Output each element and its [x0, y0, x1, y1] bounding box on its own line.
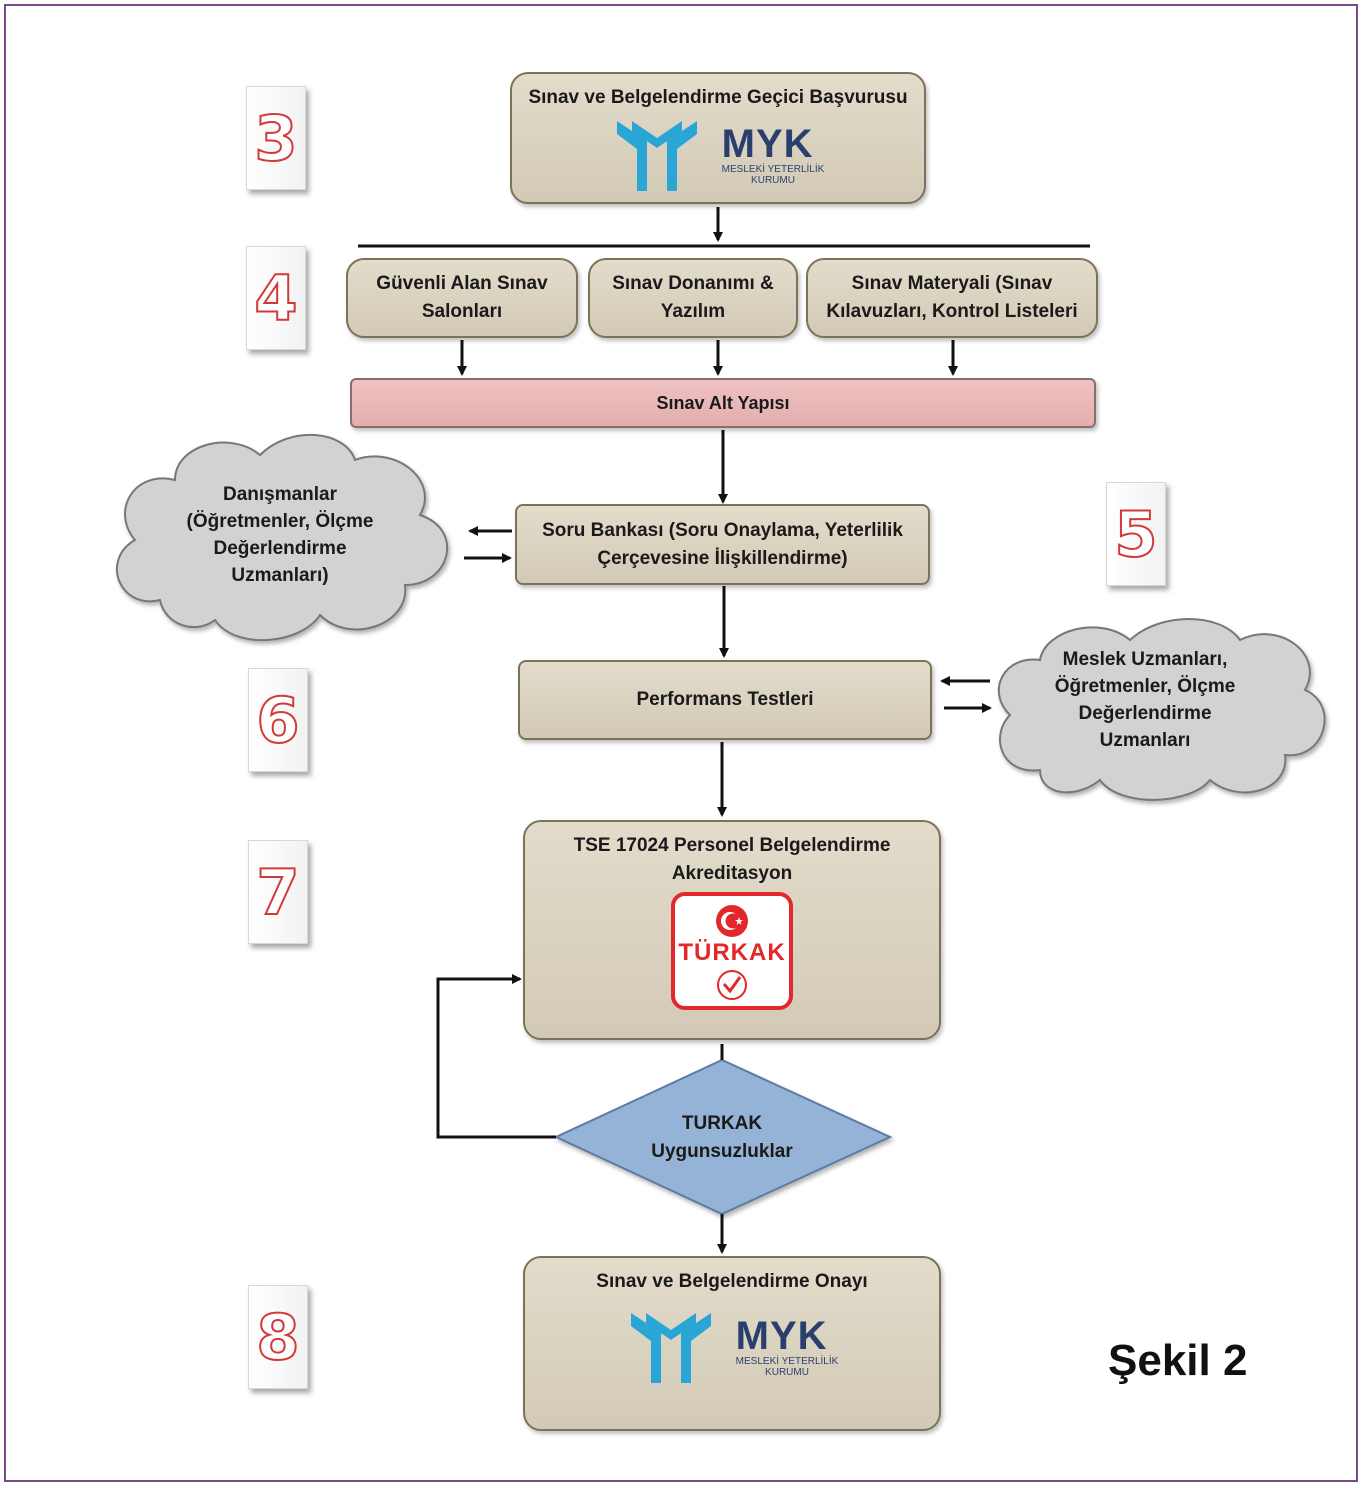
- step-marker-8: 8: [248, 1285, 308, 1389]
- performance-tests-box: Performans Testleri: [518, 660, 932, 740]
- turkak-logo: TÜRKAK: [671, 892, 793, 1010]
- exam-materials-label: Sınav Materyali (Sınav Kılavuzları, Kont…: [826, 273, 1078, 322]
- step-marker-4: 4: [246, 246, 306, 350]
- myk-logo-final: MYK MESLEKİ YETERLİLİK KURUMU: [626, 1308, 839, 1386]
- step-marker-7: 7: [248, 840, 308, 944]
- cloud-left-shape: [116, 434, 449, 641]
- myk-emblem-icon: [616, 121, 697, 191]
- myk-subtitle-2: KURUMU: [751, 175, 795, 186]
- final-approval-box: Sınav ve Belgelendirme Onayı MYK MESLEKİ…: [523, 1256, 941, 1431]
- myk-subtitle-2: KURUMU: [765, 1367, 809, 1378]
- myk-logo: MYK MESLEKİ YETERLİLİK KURUMU: [612, 116, 825, 194]
- exam-hardware-software-box: Sınav Donanımı & Yazılım: [588, 258, 798, 338]
- question-bank-box: Soru Bankası (Soru Onaylama, Yeterlilik …: [515, 504, 930, 585]
- temporary-application-title: Sınav ve Belgelendirme Geçici Başvurusu: [528, 87, 908, 108]
- myk-subtitle-1: MESLEKİ YETERLİLİK: [721, 164, 825, 175]
- myk-emblem-icon: [630, 1313, 711, 1383]
- experts-cloud-text: Meslek Uzmanları, Öğretmenler, Ölçme Değ…: [1054, 649, 1236, 751]
- myk-wordmark: MYK: [735, 1314, 828, 1358]
- question-bank-label: Soru Bankası (Soru Onaylama, Yeterlilik …: [542, 519, 903, 569]
- secure-exam-halls-label: Güvenli Alan Sınav Salonları: [376, 273, 548, 322]
- cloud-right-shape: [997, 618, 1326, 801]
- exam-hardware-software-label: Sınav Donanımı & Yazılım: [612, 273, 774, 322]
- myk-wordmark: MYK: [721, 122, 814, 166]
- secure-exam-halls-box: Güvenli Alan Sınav Salonları: [346, 258, 578, 338]
- step-marker-5: 5: [1106, 482, 1166, 586]
- step-marker-6: 6: [248, 668, 308, 772]
- turkak-wordmark: TÜRKAK: [678, 939, 786, 966]
- figure-frame: [4, 4, 1358, 1482]
- check-circle-icon: [717, 970, 747, 1000]
- step-marker-3: 3: [246, 86, 306, 190]
- performance-tests-label: Performans Testleri: [636, 689, 814, 710]
- exam-materials-box: Sınav Materyali (Sınav Kılavuzları, Kont…: [806, 258, 1098, 338]
- exam-infrastructure-label: Sınav Alt Yapısı: [656, 393, 790, 413]
- temporary-application-box: Sınav ve Belgelendirme Geçici Başvurusu …: [510, 72, 926, 204]
- exam-infrastructure-box: Sınav Alt Yapısı: [350, 378, 1096, 428]
- accreditation-title: TSE 17024 Personel Belgelendirme Akredit…: [573, 835, 891, 884]
- consultants-cloud-text: Danışmanlar (Öğretmenler, Ölçme Değerlen…: [186, 484, 374, 586]
- accreditation-box: TSE 17024 Personel Belgelendirme Akredit…: [523, 820, 941, 1040]
- nonconformities-decision-text: TURKAK Uygunsuzluklar: [651, 1113, 793, 1162]
- figure-label: Şekil 2: [1108, 1336, 1248, 1385]
- final-approval-title: Sınav ve Belgelendirme Onayı: [596, 1271, 868, 1292]
- myk-subtitle-1: MESLEKİ YETERLİLİK: [735, 1356, 839, 1367]
- crescent-star-icon: [716, 905, 748, 937]
